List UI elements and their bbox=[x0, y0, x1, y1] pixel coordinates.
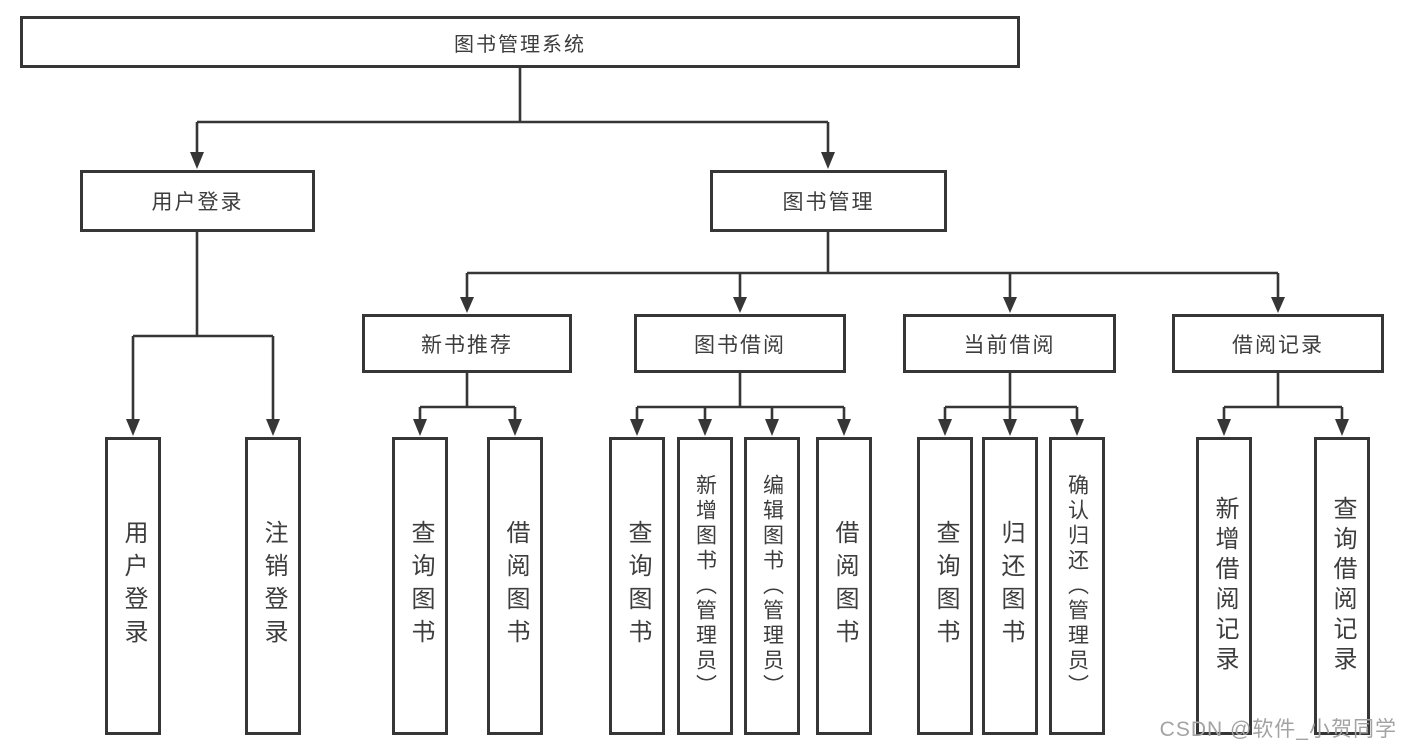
arrow-down bbox=[733, 297, 747, 313]
arrow-down bbox=[508, 419, 522, 436]
leaf-label: 确认归还（管理员） bbox=[1065, 473, 1089, 699]
node-root-system: 图书管理系统 bbox=[20, 16, 1020, 68]
leaf-br-add-record: 新增借阅记录 bbox=[1196, 437, 1252, 735]
arrow-down bbox=[1335, 419, 1349, 436]
leaf-label: 用户登录 bbox=[120, 520, 147, 652]
arrow-down bbox=[698, 419, 712, 436]
csdn-watermark: CSDN @软件_小贺同学 bbox=[1159, 718, 1397, 741]
arrow-down bbox=[630, 419, 644, 436]
node-book-borrowing: 图书借阅 bbox=[634, 314, 846, 373]
leaf-cb-return-books: 归还图书 bbox=[982, 437, 1038, 735]
leaf-label: 查询图书 bbox=[932, 520, 959, 652]
leaf-label: 编辑图书（管理员） bbox=[760, 473, 784, 699]
leaf-label: 查询借阅记录 bbox=[1329, 496, 1356, 676]
arrow-down bbox=[1003, 419, 1017, 436]
connector-borrow-records-split bbox=[1222, 373, 1344, 424]
arrow-down bbox=[765, 419, 779, 436]
connector-user-login-split bbox=[131, 232, 275, 424]
node-book-management: 图书管理 bbox=[710, 170, 947, 232]
arrow-down bbox=[1070, 419, 1084, 436]
leaf-label: 新增图书（管理员） bbox=[693, 473, 717, 699]
arrow-down bbox=[821, 152, 835, 169]
leaf-label: 归还图书 bbox=[997, 520, 1024, 652]
arrow-down bbox=[126, 419, 140, 436]
leaf-bb-add-books-admin: 新增图书（管理员） bbox=[677, 437, 733, 735]
arrow-down bbox=[413, 419, 427, 436]
leaf-label: 新增借阅记录 bbox=[1211, 496, 1238, 676]
node-new-book-recommendation: 新书推荐 bbox=[362, 314, 572, 373]
connector-book-borrow-split bbox=[635, 373, 846, 424]
leaf-rec-borrow-books: 借阅图书 bbox=[487, 437, 543, 735]
arrow-down bbox=[837, 419, 851, 436]
node-current-borrowing: 当前借阅 bbox=[903, 314, 1116, 373]
arrow-down bbox=[190, 152, 204, 169]
leaf-rec-query-books: 查询图书 bbox=[392, 437, 448, 735]
leaf-label: 借阅图书 bbox=[831, 520, 858, 652]
arrow-down bbox=[1217, 419, 1231, 436]
leaf-logout: 注销登录 bbox=[245, 437, 301, 735]
connector-book-mgmt-split bbox=[465, 232, 1280, 300]
leaf-bb-borrow-books: 借阅图书 bbox=[816, 437, 872, 735]
leaf-bb-edit-books-admin: 编辑图书（管理员） bbox=[744, 437, 800, 735]
leaf-bb-query-books: 查询图书 bbox=[609, 437, 665, 735]
leaf-user-login: 用户登录 bbox=[105, 437, 161, 735]
leaf-label: 查询图书 bbox=[624, 520, 651, 652]
leaf-br-query-record: 查询借阅记录 bbox=[1314, 437, 1370, 735]
connector-current-borrow-split bbox=[943, 373, 1079, 424]
connector-root-split bbox=[195, 68, 830, 155]
node-borrowing-records: 借阅记录 bbox=[1172, 314, 1384, 373]
leaf-cb-confirm-return-admin: 确认归还（管理员） bbox=[1049, 437, 1105, 735]
connector-new-book-split bbox=[418, 373, 517, 424]
node-user-login: 用户登录 bbox=[80, 170, 315, 232]
arrow-down bbox=[266, 419, 280, 436]
arrow-down bbox=[460, 297, 474, 313]
leaf-label: 注销登录 bbox=[260, 520, 287, 652]
arrow-down bbox=[1271, 297, 1285, 313]
leaf-cb-query-books: 查询图书 bbox=[917, 437, 973, 735]
arrow-down bbox=[938, 419, 952, 436]
leaf-label: 借阅图书 bbox=[502, 520, 529, 652]
arrow-down bbox=[1003, 297, 1017, 313]
leaf-label: 查询图书 bbox=[407, 520, 434, 652]
